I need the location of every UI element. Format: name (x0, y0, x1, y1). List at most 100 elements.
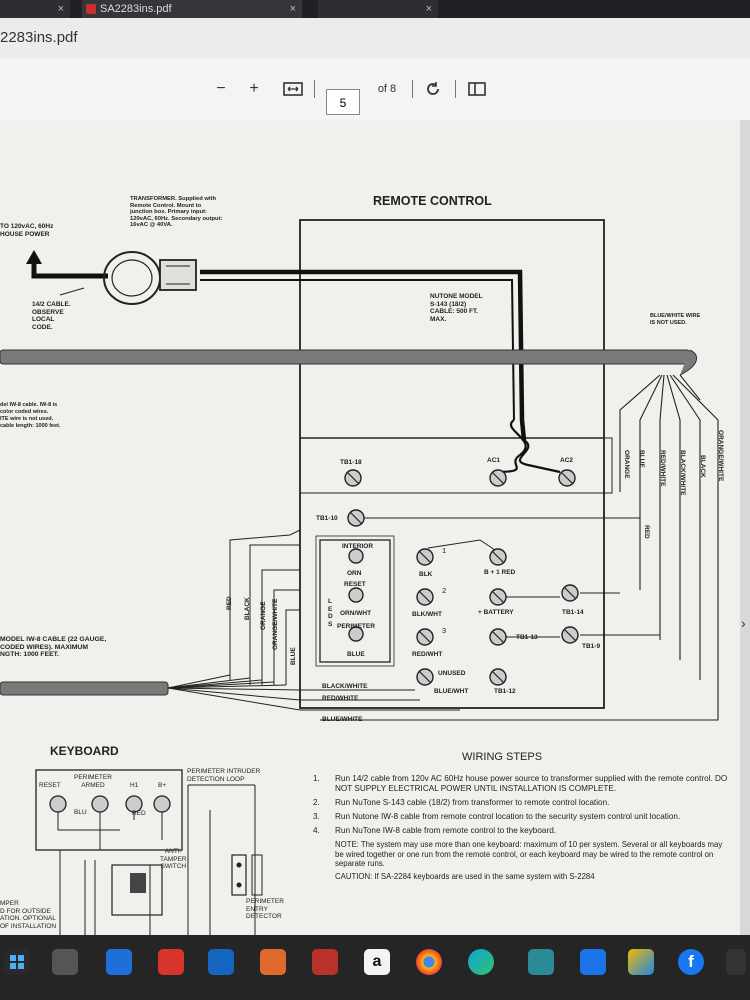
pdf-file-icon (86, 4, 96, 14)
ac1-label: AC1 (487, 457, 501, 464)
next-page-chevron-icon[interactable]: › (741, 615, 746, 631)
tab-close-icon[interactable]: × (57, 3, 64, 15)
start-icon[interactable] (4, 949, 30, 975)
perimeter-intruder-label: PERIMETER INTRUDER DETECTION LOOP (187, 768, 261, 783)
app-blue-icon[interactable] (580, 949, 606, 975)
browser-tab-active[interactable]: SA2283ins.pdf × (82, 0, 302, 18)
blue-white-note: BLUE/WHITE WIRE IS NOT USED. (650, 313, 701, 326)
tb1-14-label: TB1-14 (562, 609, 584, 616)
dropbox-icon[interactable] (106, 949, 132, 975)
page-total: of 8 (377, 83, 397, 95)
pdf-toolbar: − + of 8 (0, 58, 750, 121)
iw8-left-note: del IW-8 cable. IW-8 is color coded wire… (0, 402, 61, 429)
left-partial-note: MPER D FOR OUTSIDE ATION. OPTIONAL OF IN… (0, 900, 57, 930)
wiring-step: 4. Run NuTone IW-8 cable from remote con… (313, 826, 557, 835)
perimeter-label: PERIMETER (337, 623, 375, 630)
terminal-2-label: 2 (442, 586, 447, 595)
blk-label: BLK (419, 571, 433, 578)
entry-detector (231, 854, 247, 896)
screw-slots (346, 471, 577, 684)
browser-tab[interactable]: × (318, 0, 438, 18)
power-cable (31, 262, 108, 279)
chrome-icon[interactable] (416, 949, 442, 975)
pdf-title: 2283ins.pdf (0, 29, 78, 46)
tab-close-icon[interactable]: × (425, 3, 432, 15)
browser-tab-bar: × SA2283ins.pdf × × (0, 0, 750, 18)
app-dark-icon[interactable] (726, 949, 746, 975)
wire-label: BLACK/WHITE (322, 683, 368, 690)
transformer-note: TRANSFORMER. Supplied with Remote Contro… (130, 196, 223, 229)
rotate-icon[interactable] (424, 78, 442, 100)
amazon-icon[interactable]: a (364, 949, 390, 975)
wire-label: RED/WHITE (322, 695, 359, 702)
cable-14-2-label: 14/2 CABLE. OBSERVE LOCAL CODE. (32, 301, 71, 331)
toolbar-divider (455, 80, 456, 98)
wire-label: BLACK (699, 455, 706, 478)
wire-label: BLUE (638, 450, 645, 468)
iw8-cable-top (0, 349, 691, 365)
battery-label: + BATTERY (478, 609, 514, 616)
zoom-in-button[interactable]: + (249, 80, 259, 97)
pdf-page: REMOTE CONTROL TO 120vAC, 60Hz HOUSE POW… (0, 120, 740, 935)
wire-label: ORANGE (260, 601, 267, 630)
toolbar-divider (412, 80, 413, 98)
wire-label: ORANGE (623, 450, 630, 479)
fit-page-icon[interactable] (283, 78, 303, 100)
edge-icon[interactable] (468, 949, 494, 975)
page-view-icon[interactable] (467, 78, 487, 100)
outlook-icon[interactable] (208, 949, 234, 975)
perimeter-entry-label: PERIMETER ENTRY DETECTOR (246, 898, 284, 920)
kb-perimeter-armed-label: PERIMETER ARMED (74, 774, 112, 789)
leds-label: L E D S (328, 598, 333, 628)
kb-reset-label: RESET (39, 782, 61, 789)
terminal-screws (344, 469, 579, 686)
terminal-1-label: 1 (442, 546, 447, 555)
keyboard-title: KEYBOARD (50, 744, 119, 758)
s143-cable (200, 269, 527, 441)
widgets-icon[interactable] (52, 949, 78, 975)
windows-taskbar: a f (0, 935, 750, 1000)
wiring-caution: CAUTION: If SA-2284 keyboards are used i… (335, 871, 595, 881)
wiring-step: 3. Run Nutone IW-8 cable from remote con… (313, 812, 681, 821)
app-red-icon[interactable] (158, 949, 184, 975)
wire-label: ORANGE/WHITE (717, 430, 724, 482)
wiring-steps-title: WIRING STEPS (462, 751, 543, 763)
kb-blu-label: BLU (74, 809, 87, 816)
blk-wht-label: BLK/WHT (412, 611, 442, 618)
tab-label: SA2283ins.pdf (100, 3, 172, 15)
terminal-3-label: 3 (442, 626, 447, 635)
wiring-step: 1. Run 14/2 cable from 120v AC 60Hz hous… (313, 774, 728, 793)
kb-h1-label: H1 (130, 782, 139, 789)
page-scroll-edge[interactable]: › (740, 120, 750, 935)
photos-icon[interactable] (628, 949, 654, 975)
tab-close-icon[interactable]: × (289, 3, 296, 15)
blue-wht-terminal-label: BLUE/WHT (434, 688, 469, 695)
wire-label: RED (226, 596, 233, 610)
page-number-input[interactable]: 5 (326, 89, 360, 115)
nutone-cable-label: NUTONE MODEL S-143 (18/2) CABLE: 500 FT.… (430, 293, 483, 323)
tb1-9-label: TB1-9 (582, 643, 601, 650)
right-wire-fan (320, 374, 719, 721)
remote-control-title: REMOTE CONTROL (373, 194, 492, 208)
wiring-note: NOTE: The system may use more than one k… (335, 840, 723, 868)
wire-label: BLUE/WHITE (322, 716, 363, 723)
zoom-out-button[interactable]: − (216, 80, 226, 97)
blue-label: BLUE (347, 651, 365, 658)
kb-red-label: RED (132, 810, 146, 817)
app-orange-icon[interactable] (260, 949, 286, 975)
interior-label: INTERIOR (342, 543, 374, 550)
keyboard-box (35, 769, 183, 851)
app-teal-icon[interactable] (528, 949, 554, 975)
wire-label: BLUE (290, 647, 297, 665)
iw8-cable-bottom (0, 681, 169, 696)
browser-tab[interactable]: × (0, 0, 70, 18)
b-red-label: B + 1 RED (484, 569, 516, 576)
power-label: TO 120vAC, 60Hz HOUSE POWER (0, 223, 54, 238)
transformer (159, 259, 197, 291)
wire-label: BLACK (244, 597, 251, 620)
facebook-icon[interactable]: f (678, 949, 704, 975)
led-block (319, 539, 391, 663)
news-icon[interactable] (312, 949, 338, 975)
orn-wht-label: ORN/WHT (340, 610, 372, 617)
tb1-12-label: TB1-12 (494, 688, 516, 695)
